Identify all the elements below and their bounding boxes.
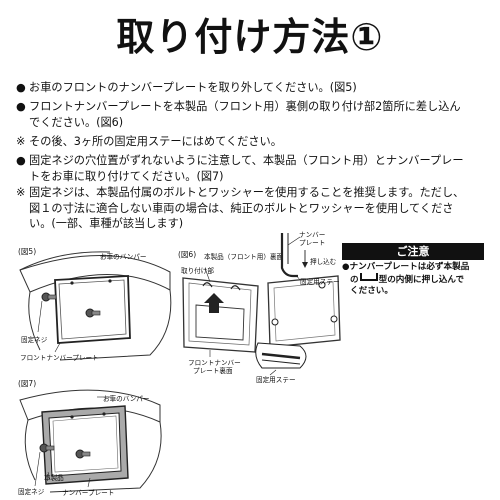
instruction-line: トをお車に取り付けてください。(図7) — [29, 169, 224, 183]
fig7-screw-label: 固定ネジ — [18, 488, 45, 496]
fig7-tag: (図7) — [18, 379, 37, 388]
instruction-line: 固定ネジの穴位置がずれないように注意して、本製品（フロント用）とナンバープレー — [29, 154, 464, 167]
page-title: 取り付け方法① — [116, 15, 384, 59]
bullet-mark: ● — [16, 100, 26, 113]
caution-heading: ご注意 — [342, 243, 484, 260]
caution-text: ●ナンバープレートは必ず本製品 の 型の内側に押し込んで ください。 — [342, 262, 492, 297]
bullet-mark: ● — [342, 262, 350, 272]
fig6-push-label: 押し込む — [310, 258, 337, 266]
fig6-stay-label: 固定用ステー — [300, 278, 340, 286]
instruction-line: その後、3ヶ所の固定用ステーにはめてください。 — [29, 135, 282, 148]
fig7-product-label: 本製品 — [44, 474, 64, 482]
fig6-detail-plate-label-2: プレート — [299, 239, 326, 247]
fig6-detail-plate-label-1: ナンバー — [299, 231, 326, 239]
fig6-tag: (図6) — [178, 250, 197, 259]
caution-line: ナンバープレートは必ず本製品 — [349, 262, 470, 272]
note-mark: ※ — [16, 135, 26, 148]
fig7-plate-label: ナンバープレート — [62, 489, 115, 497]
instruction-line: 固定ネジは、本製品付属のボルトとワッシャーを使用することを推奨します。ただし、 — [29, 186, 465, 199]
fig5-tag: (図5) — [18, 247, 37, 256]
fig6-plate-back-label-2: プレート裏面 — [193, 367, 233, 375]
fig6-back-label: 本製品（フロント用）裏面 — [204, 253, 284, 261]
caution-line: ください。 — [350, 286, 393, 296]
bracket-shape-icon — [359, 273, 378, 281]
fig5-bumper-label: お車のバンパー — [100, 253, 147, 261]
fig5-screw-label: 固定ネジ — [21, 336, 48, 344]
fig5-plate-label: フロントナンバープレート — [20, 354, 99, 362]
instruction-line: お車のフロントのナンバープレートを取り外してください。(図5) — [29, 81, 357, 94]
bullet-mark: ● — [16, 81, 26, 94]
instruction-line: フロントナンバープレートを本製品（フロント用）裏側の取り付け部2箇所に差し込ん — [29, 100, 461, 113]
caution-line: 型の内側に押し込んで — [378, 275, 465, 285]
caution-line: の — [350, 275, 359, 285]
instruction-line: 図１の寸法に適合しない車両の場合は、純正のボルトとワッシャーを使用してくださ — [29, 201, 454, 215]
fig6-stay-label-2: 固定用ステー — [256, 376, 296, 384]
fig6-mount-label: 取り付け部 — [181, 267, 214, 275]
instruction-line: い。(一部、車種が該当します) — [29, 217, 184, 230]
fig7-bumper-label: お車のバンパー — [103, 395, 150, 403]
note-mark: ※ — [16, 186, 26, 199]
instruction-line: でください。(図6) — [29, 115, 124, 129]
bullet-mark: ● — [16, 154, 26, 167]
fig6-plate-back-label-1: フロントナンバー — [188, 359, 241, 367]
